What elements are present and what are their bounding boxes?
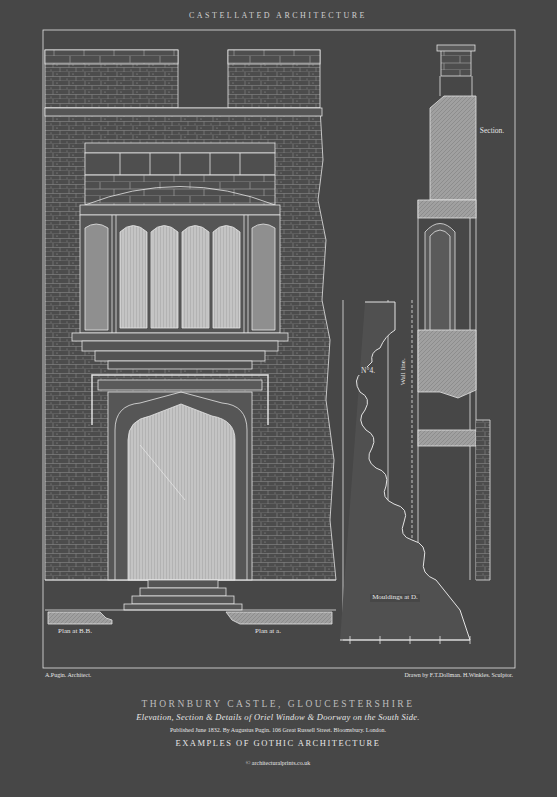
copyright-note: © architecturalprints.co.uk (246, 760, 310, 767)
engraver-credit: Drawn by F.T.Dollman. H.Winkles. Sculpto… (405, 672, 514, 679)
wall-line-label: Wall line. (400, 356, 408, 387)
mouldings-label: Mouldings at D. (370, 594, 420, 602)
architect-credit: A.Pugin. Architect. (45, 672, 91, 679)
publication-line: Published June 1832. By Augustus Pugin. … (170, 727, 386, 734)
plan-label: Plan at a. (255, 628, 281, 636)
series-footer: EXAMPLES OF GOTHIC ARCHITECTURE (176, 739, 381, 748)
plate-caption: Elevation, Section & Details of Oriel Wi… (136, 713, 419, 722)
plate-title: THORNBURY CASTLE, GLOUCESTERSHIRE (142, 699, 415, 709)
series-header: CASTELLATED ARCHITECTURE (189, 12, 367, 21)
plan-label: Plan at B.B. (58, 628, 92, 636)
detail-number: N°4. (359, 367, 377, 375)
section-label: Section. (478, 127, 506, 135)
